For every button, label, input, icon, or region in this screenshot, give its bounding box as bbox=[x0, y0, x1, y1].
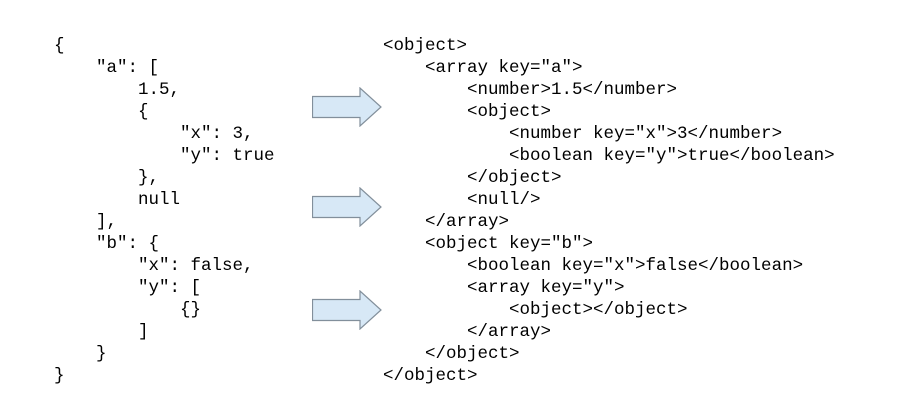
maps-to-arrow-top bbox=[312, 87, 382, 127]
right-arrow-icon bbox=[312, 187, 382, 227]
maps-to-arrow-middle bbox=[312, 187, 382, 227]
right-arrow-icon bbox=[312, 290, 382, 330]
maps-to-arrow-bottom bbox=[312, 290, 382, 330]
json-source-code: { "a": [ 1.5, { "x": 3, "y": true }, nul… bbox=[54, 36, 275, 386]
right-arrow-icon bbox=[312, 87, 382, 127]
xml-output-code: <object> <array key="a"> <number>1.5</nu… bbox=[383, 36, 835, 386]
